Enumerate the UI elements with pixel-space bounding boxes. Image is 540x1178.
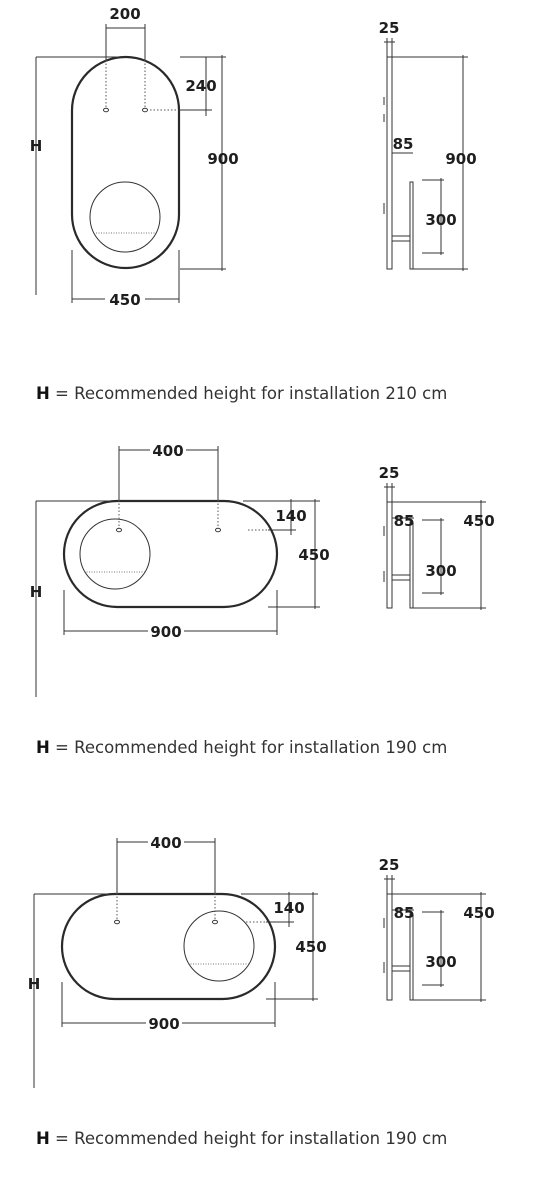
- side-dim-thickness: 25: [379, 19, 400, 37]
- installation-caption: H = Recommended height for installation …: [36, 738, 447, 757]
- fixing-hole: [103, 107, 109, 113]
- fixing-hole: [142, 107, 148, 113]
- dim-height: 900: [207, 150, 238, 168]
- dim-H: H: [30, 137, 43, 155]
- dim-hole-spacing: 400: [152, 442, 183, 460]
- round-shelf: [183, 910, 255, 982]
- side-dim-depth: 85: [394, 512, 415, 530]
- dim-hole-spacing: 200: [109, 5, 140, 23]
- dim-width: 900: [148, 1015, 179, 1033]
- side-shelf: [409, 181, 414, 270]
- caption-h: H: [36, 738, 50, 757]
- diagram-horizontal-left: 400 140 450 H 900 25 85: [30, 442, 495, 697]
- dim-hole-offset: 140: [273, 899, 304, 917]
- side-dim-shelf: 300: [425, 562, 456, 580]
- caption-h: H: [36, 384, 50, 403]
- side-dim-shelf: 300: [425, 953, 456, 971]
- installation-caption: H = Recommended height for installation …: [36, 384, 447, 403]
- caption-h: H: [36, 1129, 50, 1148]
- dim-hole-offset: 140: [275, 507, 306, 525]
- side-dim-height: 450: [463, 904, 494, 922]
- round-shelf: [79, 518, 151, 590]
- side-dim-depth: 85: [393, 135, 414, 153]
- round-shelf: [89, 181, 161, 253]
- diagram-vertical: 200 240 900 H 450 25: [30, 5, 477, 309]
- mirror-outline: [62, 499, 279, 609]
- side-dim-thickness: 25: [379, 464, 400, 482]
- dim-width: 900: [150, 623, 181, 641]
- mirror-outline: [70, 55, 181, 270]
- side-dim-shelf: 300: [425, 211, 456, 229]
- dim-height: 450: [298, 546, 329, 564]
- diagram-horizontal-right: 400 140 450 H 900 25 85: [28, 834, 495, 1088]
- side-dim-thickness: 25: [379, 856, 400, 874]
- side-mirror-panel: [386, 56, 393, 270]
- dim-height: 450: [295, 938, 326, 956]
- mirror-outline: [60, 892, 277, 1001]
- side-dim-height: 450: [463, 512, 494, 530]
- side-dim-height: 900: [445, 150, 476, 168]
- dim-width: 450: [109, 291, 140, 309]
- caption-text: = Recommended height for installation 19…: [49, 1129, 448, 1148]
- dim-H: H: [30, 583, 43, 601]
- dim-hole-spacing: 400: [150, 834, 181, 852]
- caption-text: = Recommended height for installation 21…: [49, 384, 448, 403]
- caption-text: = Recommended height for installation 19…: [49, 738, 448, 757]
- installation-caption: H = Recommended height for installation …: [36, 1129, 447, 1148]
- dim-H: H: [28, 975, 41, 993]
- dim-hole-offset: 240: [185, 77, 216, 95]
- side-dim-depth: 85: [394, 904, 415, 922]
